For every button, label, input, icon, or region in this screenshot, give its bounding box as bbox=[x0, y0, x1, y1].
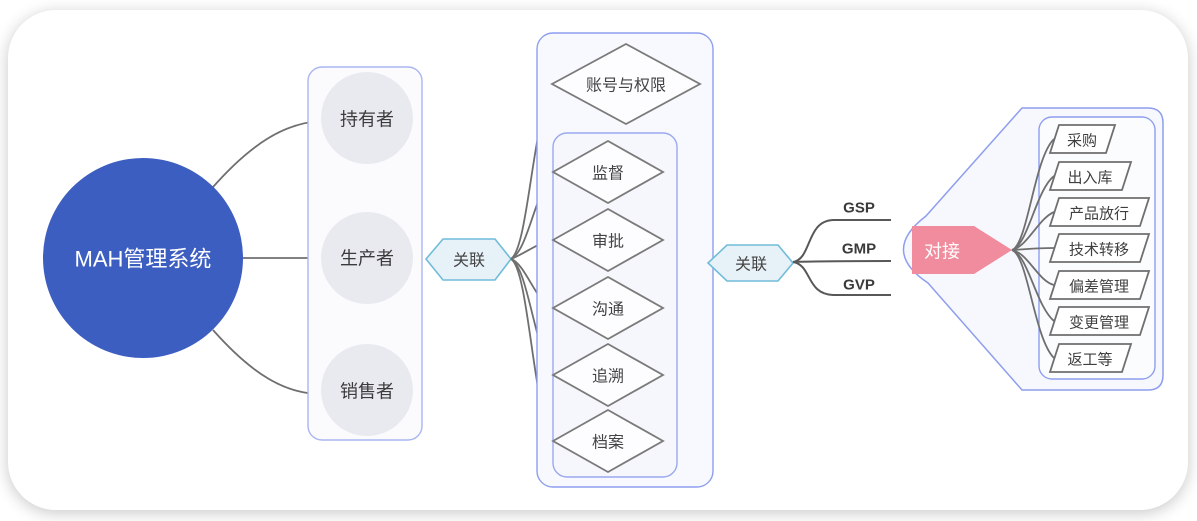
docking-fan-connectors bbox=[1011, 138, 1055, 359]
connector-curve bbox=[1011, 211, 1055, 251]
function-node-archives-label: 档案 bbox=[592, 434, 624, 452]
function-node-account-permissions-label: 账号与权限 bbox=[586, 77, 666, 95]
connector-curve bbox=[212, 329, 322, 395]
module-node-change-management-label: 变更管理 bbox=[1069, 314, 1129, 331]
module-node-inout-warehouse[interactable] bbox=[1048, 161, 1133, 191]
function-node-traceability[interactable] bbox=[551, 342, 665, 408]
module-node-change-management[interactable] bbox=[1048, 306, 1151, 336]
module-node-deviation-management[interactable] bbox=[1048, 270, 1151, 300]
connector-curve bbox=[212, 120, 322, 188]
function-node-communication-label: 沟通 bbox=[592, 301, 624, 319]
module-node-procurement[interactable] bbox=[1048, 124, 1117, 154]
docking-arrow-node[interactable] bbox=[912, 226, 1012, 274]
role-node-seller[interactable] bbox=[321, 344, 413, 436]
function-node-supervision-label: 监督 bbox=[592, 165, 624, 183]
standard-label-gsp: GSP bbox=[843, 199, 875, 216]
role-node-producer[interactable] bbox=[321, 212, 413, 304]
function-node-communication[interactable] bbox=[551, 275, 665, 341]
function-node-approval-label: 审批 bbox=[592, 233, 624, 251]
role-node-producer-label: 生产者 bbox=[340, 248, 394, 268]
module-node-deviation-management-label: 偏差管理 bbox=[1069, 278, 1129, 295]
docking-arrow-label: 对接 bbox=[924, 241, 960, 261]
standard-label-gvp: GVP bbox=[843, 276, 875, 293]
standard-label-gmp: GMP bbox=[842, 240, 876, 257]
module-node-product-release-label: 产品放行 bbox=[1069, 205, 1129, 222]
association-hexagon-1-label: 关联 bbox=[453, 252, 485, 270]
root-node-label: MAH管理系统 bbox=[75, 247, 212, 272]
connector-curve-gvp bbox=[792, 261, 891, 296]
connector-curve bbox=[1011, 138, 1055, 251]
role-node-holder-label: 持有者 bbox=[340, 109, 394, 129]
module-node-rework-label: 返工等 bbox=[1067, 350, 1112, 368]
module-node-inout-warehouse-label: 出入库 bbox=[1067, 169, 1112, 186]
module-node-tech-transfer[interactable] bbox=[1048, 233, 1151, 263]
module-node-procurement-label: 采购 bbox=[1067, 132, 1097, 149]
function-node-approval[interactable] bbox=[551, 207, 665, 273]
connector-curve bbox=[1011, 249, 1055, 359]
function-node-traceability-label: 追溯 bbox=[592, 368, 624, 386]
standard-branch-lines bbox=[792, 219, 892, 296]
module-node-product-release[interactable] bbox=[1048, 197, 1151, 227]
role-node-holder[interactable] bbox=[321, 72, 413, 164]
connector-curve bbox=[1011, 175, 1055, 251]
root-node-mah-system[interactable] bbox=[43, 158, 243, 358]
function-node-account-permissions[interactable] bbox=[550, 42, 702, 126]
function-node-supervision[interactable] bbox=[551, 139, 665, 205]
connector-curve bbox=[1011, 247, 1055, 251]
role-node-seller-label: 销售者 bbox=[340, 381, 394, 401]
connector-curve-gmp bbox=[792, 260, 892, 263]
association-hexagon-2-label: 关联 bbox=[735, 256, 767, 274]
module-node-rework[interactable] bbox=[1048, 343, 1133, 373]
connector-curve-gsp bbox=[792, 219, 891, 263]
function-node-archives[interactable] bbox=[551, 408, 665, 474]
module-node-tech-transfer-label: 技术转移 bbox=[1069, 241, 1129, 258]
